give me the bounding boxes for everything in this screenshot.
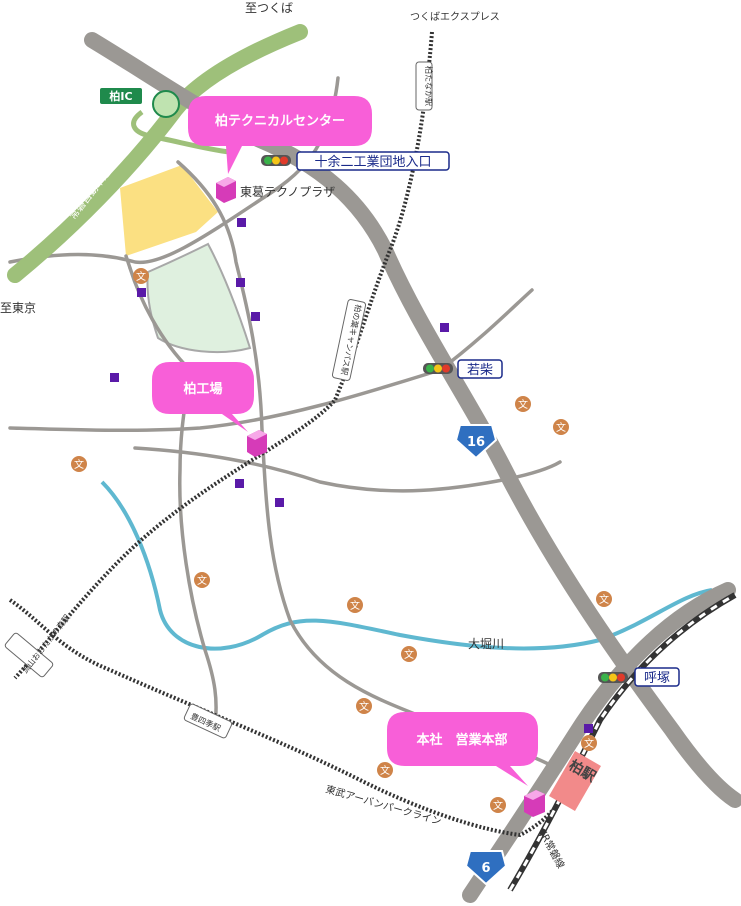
label-tx-line: つくばエクスプレス <box>410 11 500 23</box>
school-icon: 文 <box>133 268 149 284</box>
station-box-tx <box>415 61 433 111</box>
ic-ramp <box>131 109 231 155</box>
facility-markers <box>110 218 593 733</box>
label-techno-plaza: 東葛テクノプラザ <box>240 185 335 199</box>
label-intersection-wakashiba: 若柴 <box>467 362 493 378</box>
station-box-toyoshiki <box>183 703 233 739</box>
school-icon: 文 <box>401 646 417 662</box>
route-6-road <box>462 582 736 903</box>
school-icon: 文 <box>553 419 569 435</box>
kashiwa-ic-circle <box>152 90 180 118</box>
kashiwa-ic-badge <box>100 88 142 104</box>
route-16-shield <box>454 424 498 460</box>
label-route-6: 6 <box>481 861 490 876</box>
label-tx-station: 柏たなか駅 <box>424 66 434 106</box>
school-icon: 文 <box>490 797 506 813</box>
label-intersection-jyuyoni: 十余二工業団地入口 <box>314 154 431 170</box>
river-ohorigawa <box>100 480 713 651</box>
balloon-label: 柏工場 <box>183 381 222 397</box>
station-box-campus <box>331 299 367 381</box>
label-kashiwa-ic: 柏IC <box>109 89 132 103</box>
tx-rail <box>13 31 434 680</box>
label-tokyo-direction: 至東京 <box>0 301 36 315</box>
school-icon: 文 <box>347 597 363 613</box>
balloon-label: 柏テクニカルセンター <box>215 113 345 129</box>
building-head-office <box>524 790 545 817</box>
tobu-rail <box>8 598 562 838</box>
school-icon: 文 <box>581 735 597 751</box>
station-box-otaka <box>4 632 54 678</box>
balloon-head-office[interactable]: 本社 営業本部 <box>387 712 538 786</box>
building-tech-center <box>216 177 236 203</box>
svg-text:文: 文 <box>518 398 528 411</box>
traffic-signal-jyuyoni <box>261 155 291 166</box>
route-6-shield <box>464 850 508 886</box>
school-icon: 文 <box>377 762 393 778</box>
svg-text:文: 文 <box>556 421 566 434</box>
balloon-tech-center[interactable]: 柏テクニカルセンター <box>188 96 372 174</box>
traffic-signal-wakashiba <box>423 363 453 374</box>
intersection-box-jyuyoni <box>296 151 450 171</box>
park-yellow <box>120 165 218 256</box>
svg-text:文: 文 <box>599 593 609 606</box>
svg-text:文: 文 <box>197 574 207 587</box>
svg-text:文: 文 <box>350 599 360 612</box>
svg-text:文: 文 <box>404 648 414 661</box>
balloon-label: 本社 営業本部 <box>416 732 507 748</box>
kashiwa-station-box <box>549 750 601 812</box>
svg-text:文: 文 <box>359 700 369 713</box>
intersection-box-yobitsuka <box>634 667 680 687</box>
label-tsukuba-direction: 至つくば <box>245 1 293 15</box>
school-icon: 文 <box>356 698 372 714</box>
building-kashiwa-factory <box>247 430 267 457</box>
svg-text:文: 文 <box>136 270 146 283</box>
svg-text:文: 文 <box>74 458 84 471</box>
label-jr-line: JR常磐線 <box>537 828 568 870</box>
school-icon: 文 <box>515 396 531 412</box>
label-route-16: 16 <box>467 435 485 450</box>
label-intersection-yobitsuka: 呼塚 <box>644 671 670 686</box>
label-ohorigawa-river: 大堀川 <box>468 636 504 651</box>
school-icon: 文 <box>194 572 210 588</box>
traffic-signal-yobitsuka <box>598 672 628 683</box>
school-icon: 文 <box>71 456 87 472</box>
svg-text:文: 文 <box>380 764 390 777</box>
balloon-kashiwa-factory[interactable]: 柏工場 <box>152 362 254 432</box>
railways <box>8 31 737 892</box>
school-icon: 文 <box>596 591 612 607</box>
school-symbols: 文 文 文 文 文 文 文 文 文 文 文 文 <box>71 268 612 813</box>
svg-text:文: 文 <box>584 737 594 750</box>
intersection-box-wakashiba <box>457 359 503 379</box>
svg-text:文: 文 <box>493 799 503 812</box>
